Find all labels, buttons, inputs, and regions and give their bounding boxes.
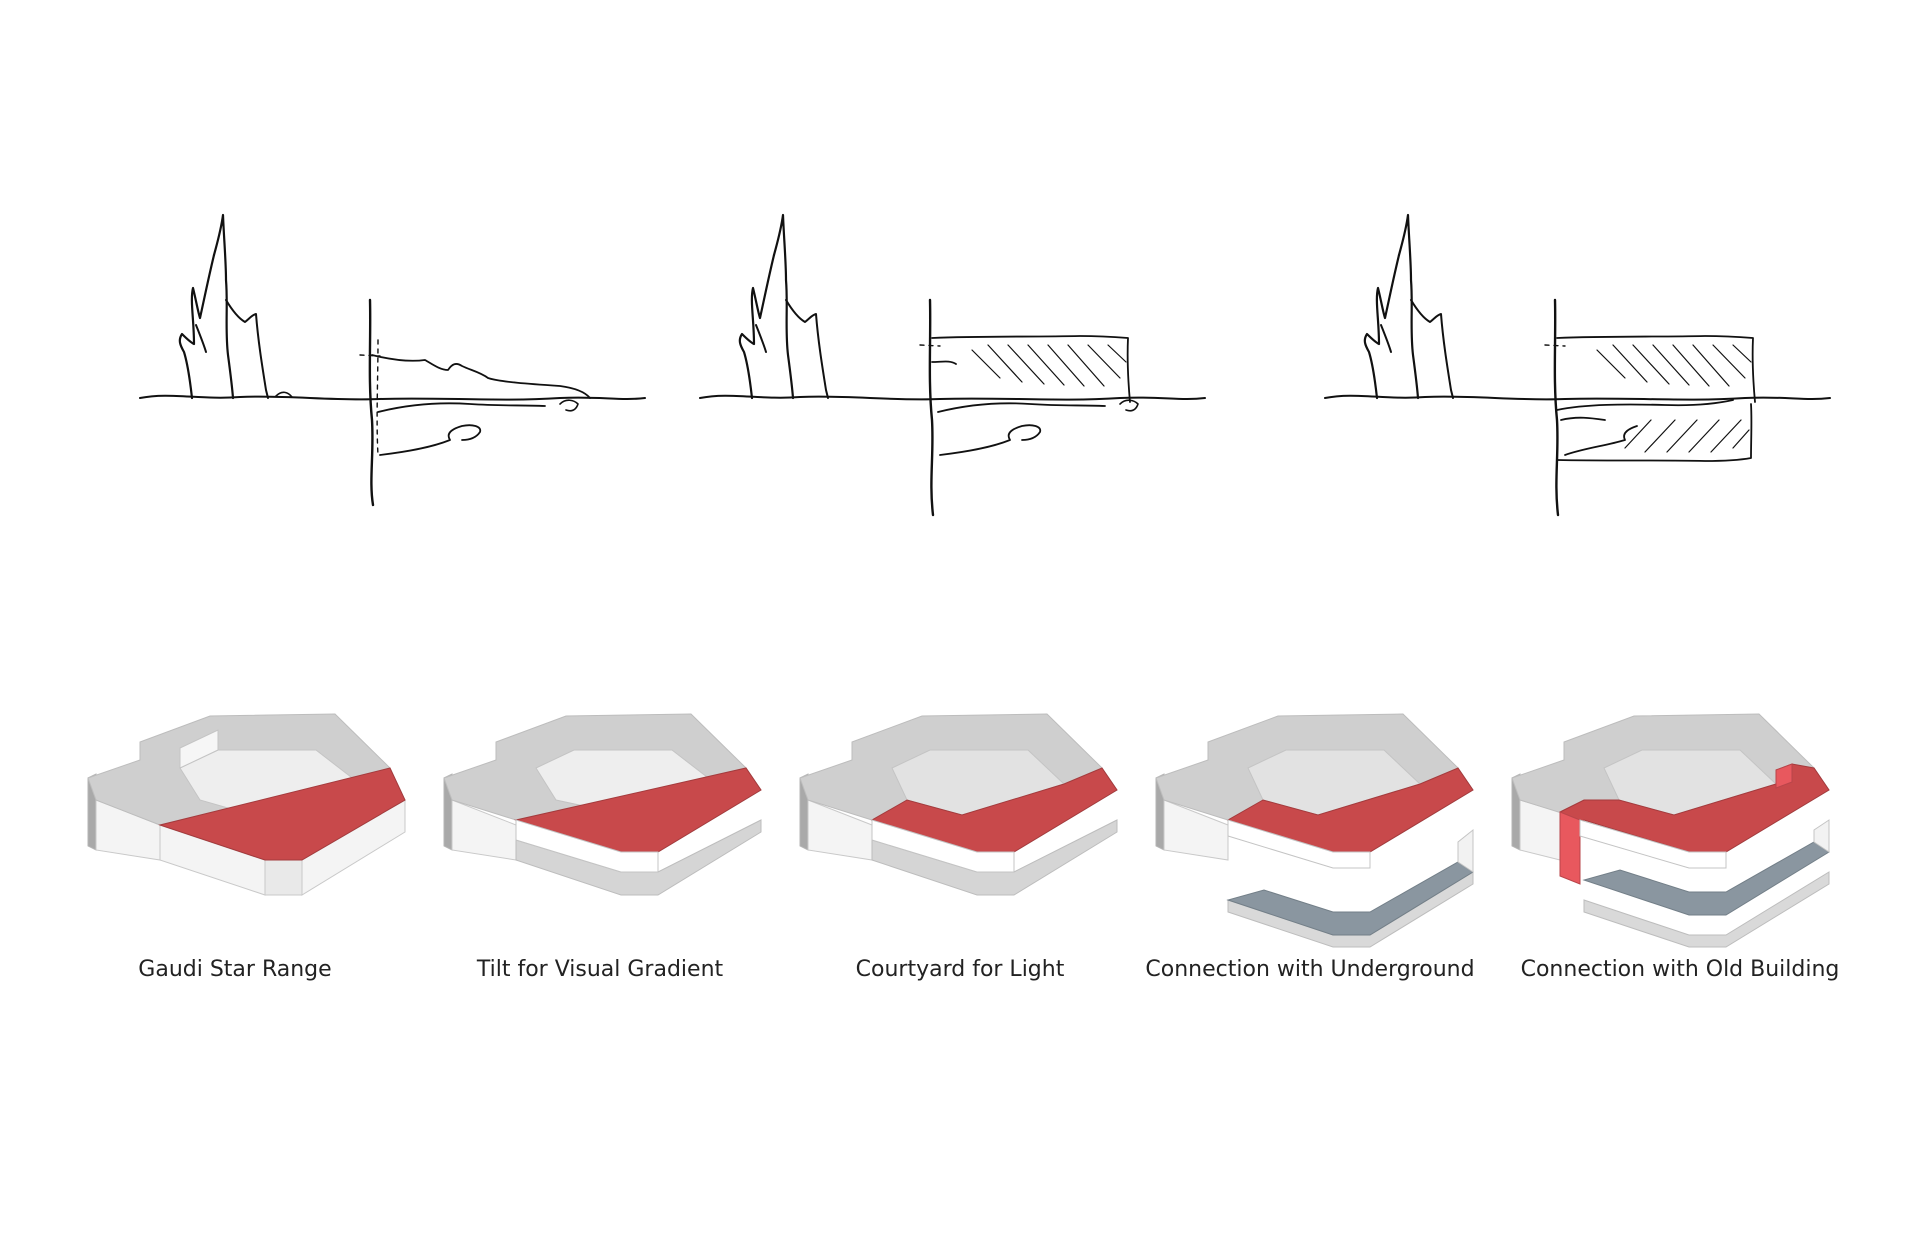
underground-ramp-wall xyxy=(1457,828,1474,873)
step-label-connection-old-building: Connection with Old Building xyxy=(1520,957,1840,982)
sagrada-familia-towers xyxy=(178,213,293,400)
tilt-gap-void xyxy=(515,819,659,873)
volume-tilt-visual-gradient xyxy=(443,713,762,896)
underground-slab-side xyxy=(1583,871,1830,948)
volume-side-front xyxy=(1163,799,1229,861)
volume-gaudi-star-range xyxy=(87,713,406,896)
section-cut-line xyxy=(1544,298,1566,517)
cave-profile-sketch xyxy=(931,360,1106,456)
hatched-volume-above xyxy=(931,335,1139,412)
cave-profile-sketch xyxy=(371,354,591,456)
hatched-volume-below xyxy=(1556,399,1753,462)
skyline-sketch-above-below-hatch xyxy=(1324,213,1831,517)
step-label-tilt-visual-gradient: Tilt for Visual Gradient xyxy=(476,957,724,982)
ground-line xyxy=(699,394,1206,401)
old-building-corner-red xyxy=(1775,763,1793,789)
ground-line xyxy=(1324,394,1831,401)
volume-courtyard-light xyxy=(799,713,1118,896)
ground-line xyxy=(139,394,646,401)
step-label-courtyard-light: Courtyard for Light xyxy=(855,957,1065,982)
step-label-connection-underground: Connection with Underground xyxy=(1145,957,1475,982)
skyline-sketch-plain xyxy=(139,213,646,507)
section-cut-line xyxy=(359,298,381,507)
skyline-sketch-above-hatch xyxy=(699,213,1206,517)
step-label-gaudi-star-range: Gaudi Star Range xyxy=(138,957,332,982)
tilt-gap-void xyxy=(1579,819,1727,869)
sagrada-familia-towers xyxy=(1363,213,1454,400)
tilt-gap-void xyxy=(1227,819,1371,869)
volume-side-front-corner xyxy=(264,859,303,896)
volume-connection-old-building xyxy=(1511,713,1830,948)
hatched-volume-above xyxy=(1556,335,1756,403)
tilt-gap-void xyxy=(871,819,1015,873)
old-building-connector-red xyxy=(1559,811,1581,885)
courtyard-wall-back xyxy=(179,729,219,769)
highlight-roof-red xyxy=(158,767,406,861)
sagrada-familia-towers xyxy=(738,213,829,400)
underground-ramp-wall xyxy=(1813,819,1830,853)
section-cut-line xyxy=(919,298,941,517)
highlight-roof-red-u-shape xyxy=(1559,763,1830,853)
volume-connection-underground xyxy=(1155,713,1474,948)
